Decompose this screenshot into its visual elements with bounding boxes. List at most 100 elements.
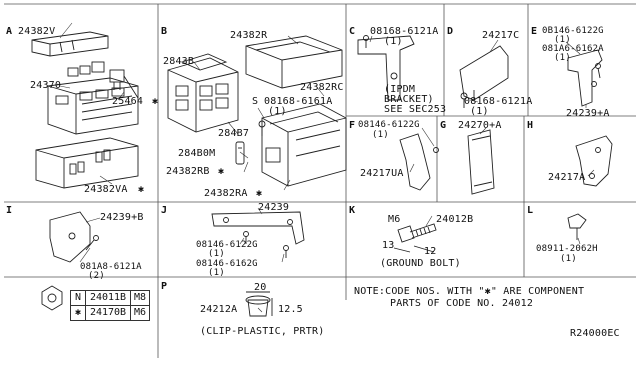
bracket-note-line1: (IPDM	[384, 84, 416, 95]
ipdm-bracket-part	[357, 35, 415, 101]
part-quantity: (1)	[208, 249, 225, 259]
bracket-note-line2: BRACKET)	[384, 94, 434, 105]
part-quantity: (1)	[554, 53, 571, 63]
part-quantity: (1)	[372, 130, 389, 140]
b-screws	[258, 120, 266, 136]
section-j-bracket-part	[211, 211, 305, 258]
part-label-081a6-6162a: 081A6-6162A	[542, 44, 604, 54]
relay-parts	[67, 61, 139, 99]
part-label-24239-a: 24239+A	[566, 108, 610, 119]
relay-box-body-part	[47, 77, 139, 135]
asterisk-marker: ✱	[152, 96, 159, 107]
dimension-label: 12	[424, 246, 437, 257]
section-p-clip-part	[245, 291, 273, 317]
part-label-24270-a: 24270+A	[458, 120, 502, 131]
part-label-2843b: 2843B	[163, 56, 195, 67]
part-label-08168-6161a: 08168-6161A	[264, 96, 333, 107]
legend-size: M8	[130, 290, 150, 306]
part-label-24382v: 24382V	[18, 26, 56, 37]
part-quantity: (1)	[384, 36, 403, 47]
section-e-bracket-part	[567, 49, 603, 107]
legend-nut-part	[41, 285, 63, 311]
part-label-25464: 25464	[112, 96, 144, 107]
section-letter-p: P	[161, 281, 168, 292]
legend-marker-n: N	[70, 290, 86, 306]
part-label-08146-6122g: 08146-6122G	[358, 120, 420, 130]
legend-code: 24011B	[85, 290, 131, 306]
asterisk-marker: ✱	[138, 184, 145, 195]
section-letter-g: G	[440, 120, 447, 131]
section-letter-l: L	[527, 205, 534, 216]
section-g-cover-part	[467, 129, 495, 195]
part-label-24239-b: 24239+B	[100, 212, 144, 223]
part-label-284b7: 284B7	[218, 128, 250, 139]
part-quantity: (2)	[88, 271, 105, 281]
part-quantity: (1)	[208, 268, 225, 278]
circle-marker-s: S	[252, 96, 259, 107]
diagram-code: R24000EC	[570, 328, 620, 339]
bolt-size-label: M6	[388, 214, 401, 225]
dimension-label: 13	[382, 240, 395, 251]
section-letter-a: A	[6, 26, 13, 37]
section-letter-h: H	[527, 120, 534, 131]
part-label-24217c: 24217C	[482, 30, 520, 41]
section-letter-d: D	[447, 26, 454, 37]
section-letter-e: E	[531, 26, 538, 37]
legend-size: M6	[130, 305, 150, 321]
relay-box-cover-part	[31, 31, 109, 57]
part-quantity: (1)	[470, 106, 489, 117]
part-label-24012b: 24012B	[436, 214, 474, 225]
part-label-284b0m: 284B0M	[178, 148, 216, 159]
asterisk-marker: ✱	[218, 166, 225, 177]
section-letter-k: K	[349, 205, 356, 216]
part-quantity: (1)	[560, 254, 577, 264]
legend-marker-asterisk: ✱	[70, 305, 86, 321]
asterisk-marker: ✱	[256, 188, 263, 199]
part-label-24382r: 24382R	[230, 30, 268, 41]
part-label-24370: 24370	[30, 80, 62, 91]
fuse-block-part	[167, 53, 239, 133]
part-label-24382rc: 24382RC	[300, 82, 344, 93]
relay-box-lower-part	[35, 137, 139, 189]
part-label-24212a: 24212A	[200, 304, 238, 315]
part-label-08168-6121a: 08168-6121A	[464, 96, 533, 107]
part-quantity: (1)	[268, 106, 287, 117]
clip-caption: (CLIP-PLASTIC, PRTR)	[200, 326, 325, 337]
part-label-24239: 24239	[258, 202, 290, 213]
section-f-bracket-part	[399, 133, 439, 191]
legend-code: 24170B	[85, 305, 131, 321]
part-label-24217ua: 24217UA	[360, 168, 404, 179]
part-label-081a8-6121a: 081A8-6121A	[80, 262, 142, 272]
bracket-note-line3: SEE SEC253	[384, 104, 447, 115]
part-label-08146-6162g: 08146-6162G	[196, 259, 258, 269]
leader-lines	[59, 22, 595, 313]
dimension-label: 12.5	[278, 304, 303, 315]
section-letter-b: B	[161, 26, 168, 37]
part-label-08168-6121a: 08168-6121A	[370, 26, 439, 37]
section-letter-f: F	[349, 120, 356, 131]
note-line1: NOTE:CODE NOS. WITH "✱" ARE COMPONENT	[354, 286, 585, 297]
section-letter-c: C	[349, 26, 356, 37]
lower-box-part	[261, 103, 347, 187]
dimension-label: 20	[254, 282, 267, 293]
section-i-bracket-part	[49, 211, 99, 263]
part-label-08146-6122g: 08146-6122G	[196, 240, 258, 250]
grid-lines	[4, 3, 636, 358]
ipdm-cover-part	[245, 35, 343, 89]
part-label-08911-2062h: 08911-2062H	[536, 244, 598, 254]
section-d-bracket-part	[459, 45, 509, 108]
part-quantity: (1)	[554, 35, 571, 45]
section-h-bracket-part	[575, 135, 613, 187]
part-label-24382ra: 24382RA	[204, 188, 248, 199]
section-l-clip-part	[567, 213, 587, 240]
ground-bolt-part	[393, 223, 437, 253]
section-letter-j: J	[161, 205, 168, 216]
part-label-24217a: 24217A	[548, 172, 586, 183]
part-label-24382rb: 24382RB	[166, 166, 210, 177]
grommet-part	[235, 141, 245, 165]
ground-bolt-caption: (GROUND BOLT)	[380, 258, 461, 269]
part-label-0b146-6122g: 0B146-6122G	[542, 26, 604, 36]
note-line2: PARTS OF CODE NO. 24012	[390, 298, 534, 309]
